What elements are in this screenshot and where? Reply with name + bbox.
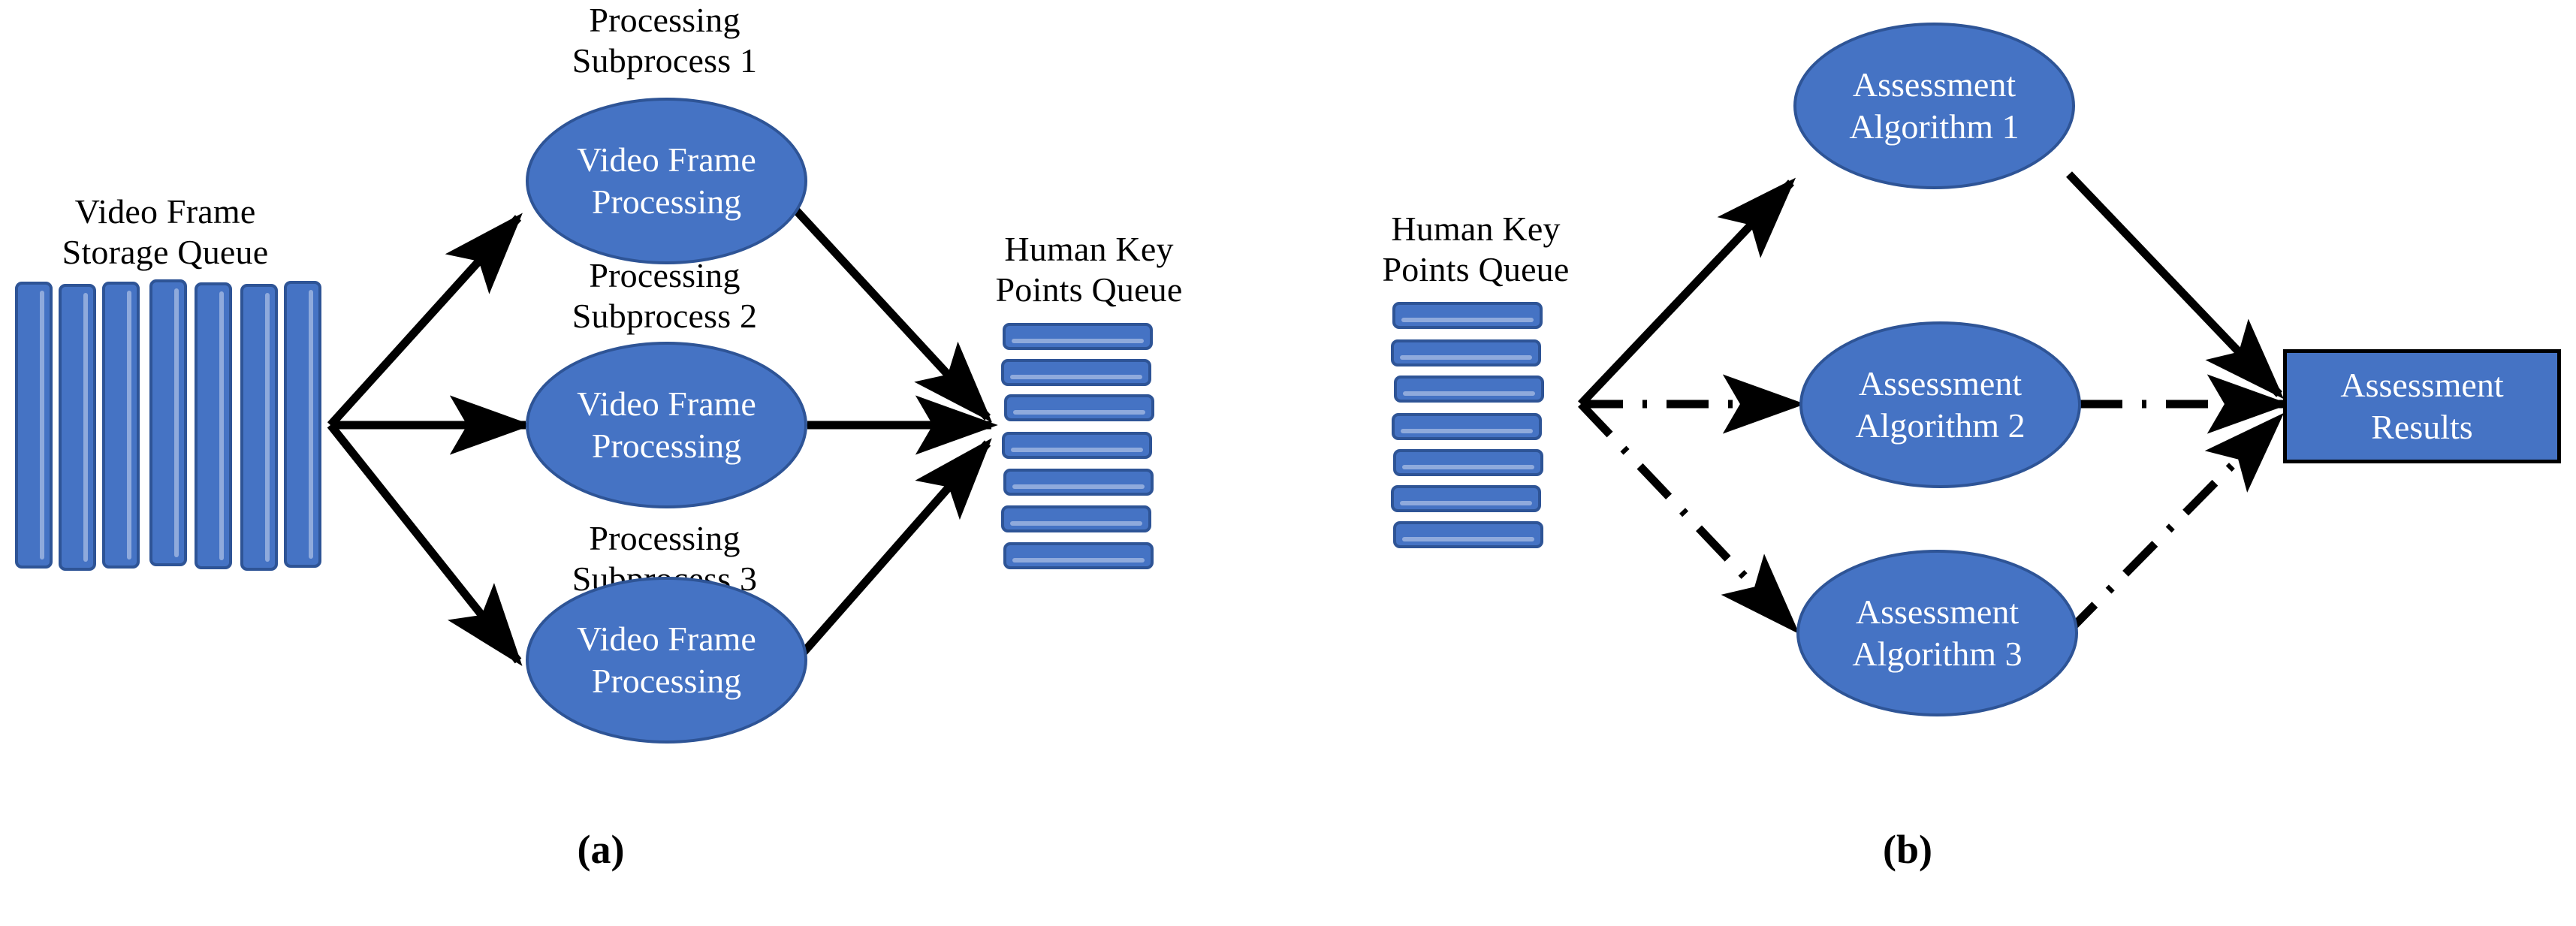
panel-a-fanout-edges [327, 213, 532, 666]
queue-disk-icon [1002, 432, 1152, 459]
queue-disk-icon [1394, 376, 1544, 403]
edge-queue-to-subprocess-1 [327, 213, 523, 428]
node-video-frame-processing-3[interactable]: Video Frame Processing [526, 577, 807, 744]
subprocess-2-title: Processing Subprocess 2 [572, 256, 758, 335]
queue-disk-icon [1392, 302, 1543, 329]
panel-a-caption: (a) [577, 827, 625, 872]
node-assessment-algorithm-1[interactable]: Assessment Algorithm 1 [1793, 23, 2075, 189]
video-frame-bar-icon [284, 281, 321, 568]
video-frame-bar-icon [59, 284, 96, 571]
queue-disk-icon [1003, 542, 1154, 569]
queue-disk-icon [1391, 339, 1541, 366]
queue-disk-icon [1003, 469, 1154, 496]
edge-queue-to-subprocess-3 [327, 422, 523, 666]
node-assessment-results[interactable]: Assessment Results [2283, 349, 2561, 463]
storage-queue-label: Video Frame Storage Queue [62, 192, 269, 271]
subprocess-1-title: Processing Subprocess 1 [572, 1, 758, 80]
edge-algorithm-3-to-results [2062, 412, 2285, 638]
queue-disk-icon [1393, 521, 1543, 548]
video-frame-bar-icon [102, 282, 140, 569]
video-frame-bar-icon [149, 279, 187, 566]
queue-disk-icon [1391, 485, 1541, 512]
node-assessment-algorithm-3[interactable]: Assessment Algorithm 3 [1796, 550, 2078, 716]
queue-disk-icon [1393, 449, 1543, 476]
queue-disk-icon [1003, 323, 1153, 350]
panel-b-caption: (b) [1883, 827, 1932, 872]
edge-algorithm-1-to-results [2066, 171, 2285, 400]
human-key-points-queue-label-b: Human Key Points Queue [1382, 210, 1570, 288]
queue-disk-icon [1001, 505, 1151, 532]
node-video-frame-processing-2[interactable]: Video Frame Processing [526, 342, 807, 508]
video-frame-bar-icon [240, 284, 278, 571]
video-frame-bar-icon [195, 282, 232, 569]
edge-keypoints-to-algorithm-3 [1578, 401, 1800, 635]
node-assessment-algorithm-2[interactable]: Assessment Algorithm 2 [1799, 321, 2081, 488]
human-key-points-queue-label-a: Human Key Points Queue [995, 230, 1183, 309]
queue-disk-icon [1392, 413, 1542, 440]
edge-keypoints-to-algorithm-1 [1578, 177, 1796, 407]
video-frame-bar-icon [15, 282, 53, 569]
node-video-frame-processing-1[interactable]: Video Frame Processing [526, 98, 807, 264]
human-key-points-queue-a [1001, 323, 1166, 575]
queue-disk-icon [1004, 394, 1154, 421]
human-key-points-queue-b [1391, 302, 1556, 557]
panel-b-fanout-edges [1578, 177, 1805, 635]
video-frame-storage-queue [15, 279, 338, 572]
panel-b-fanin-edges [2062, 171, 2290, 638]
queue-disk-icon [1001, 359, 1151, 386]
